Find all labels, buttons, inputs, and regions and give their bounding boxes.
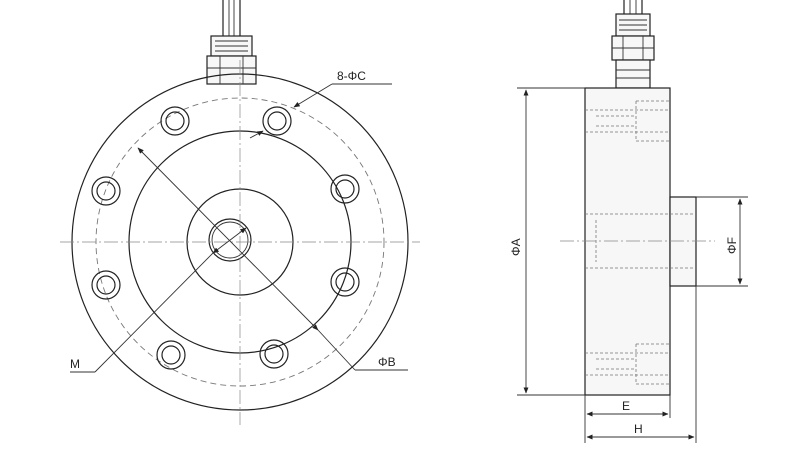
side-cable bbox=[623, 0, 643, 14]
pitch-diameter-dimension bbox=[137, 147, 408, 371]
bolt-hole bbox=[330, 174, 360, 204]
front-connector bbox=[206, 35, 257, 85]
front-view: 8-ΦC ΦB M bbox=[60, 0, 420, 425]
pitch-diameter-label: ΦB bbox=[378, 355, 396, 369]
total-height-label: H bbox=[634, 422, 643, 436]
thread-label: M bbox=[70, 357, 80, 371]
boss-diameter-dimension bbox=[696, 196, 748, 287]
upper-hidden-hole bbox=[585, 100, 670, 142]
bolt-hole bbox=[259, 339, 289, 369]
bolt-hole bbox=[156, 340, 186, 370]
side-view: ΦA ΦF E H bbox=[509, 0, 748, 443]
hole-spec-label: 8-ΦC bbox=[337, 69, 366, 83]
outer-diameter-dimension bbox=[517, 87, 585, 396]
side-connector bbox=[611, 13, 655, 89]
bolt-hole bbox=[91, 270, 121, 300]
bolt-hole bbox=[330, 267, 360, 297]
side-boss bbox=[669, 196, 697, 287]
bolt-hole bbox=[262, 106, 292, 136]
front-cable bbox=[222, 0, 241, 36]
body-height-dimension bbox=[584, 395, 671, 443]
hole-spec-leader bbox=[249, 83, 392, 139]
thread-leader bbox=[70, 227, 247, 373]
side-body bbox=[584, 87, 671, 396]
total-height-dimension bbox=[586, 286, 697, 443]
lower-hidden-hole bbox=[585, 343, 670, 385]
bolt-hole bbox=[91, 176, 121, 206]
bolt-hole bbox=[160, 106, 190, 136]
boss-diameter-label: ΦF bbox=[725, 237, 739, 254]
body-height-label: E bbox=[622, 399, 630, 413]
outer-diameter-label: ΦA bbox=[509, 238, 523, 256]
